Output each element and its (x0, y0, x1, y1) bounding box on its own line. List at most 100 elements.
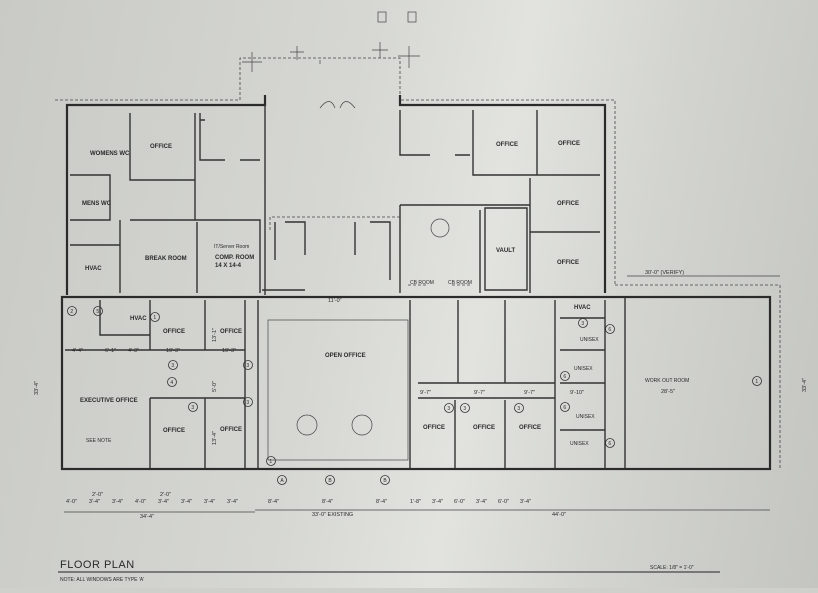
room-label: OFFICE (557, 260, 579, 266)
door-tag-marker (67, 306, 77, 316)
door-tag-marker (578, 318, 588, 328)
dimension: 3'-4" (432, 499, 443, 505)
existing-outline (55, 57, 616, 285)
door-tag-marker (243, 360, 253, 370)
dimension: 6'-0" (454, 499, 465, 505)
dimension: 10'-3" (222, 348, 236, 354)
door-tag: 6 (608, 327, 611, 333)
lower-east-partitions (409, 297, 626, 468)
see-note-label: SEE NOTE (86, 438, 112, 444)
upper-west-partitions (70, 105, 266, 295)
door-tag: 3 (581, 321, 584, 327)
dimension: 2'-0" (160, 492, 171, 498)
dimension: 8'-4" (376, 499, 387, 505)
room-label: HVAC (574, 305, 591, 311)
room-label: WOMENS WC (90, 151, 130, 157)
room-label: OFFICE (150, 144, 172, 150)
dimension: 3'-4" (204, 499, 215, 505)
room-label: 14 X 14-4 (215, 263, 242, 269)
door-tag: 3 (447, 406, 450, 412)
door-tag-marker (460, 403, 470, 413)
room-label: IT/Server Room (214, 244, 249, 250)
dimension: 4'-0" (66, 499, 77, 505)
dimension: 4'-4" (72, 348, 83, 354)
door-tag: 1 (153, 315, 156, 321)
dimension: 2'-0" (92, 492, 103, 498)
dimension: 33'-4" (34, 381, 40, 395)
open-office-boundary (267, 319, 409, 461)
upper-exterior-wall (65, 95, 607, 295)
door-tag-marker (243, 397, 253, 407)
door-tag: 4 (170, 380, 173, 386)
door-tag-marker (188, 402, 198, 412)
door-tag: 1 (755, 379, 758, 385)
door-tag-marker (560, 371, 570, 381)
room-label: HVAC (85, 266, 102, 272)
drawing-note: NOTE: ALL WINDOWS ARE TYPE 'A' (60, 577, 144, 583)
drawing-scale: SCALE: 1/8" = 1'-0" (650, 565, 694, 571)
room-label: COMP. ROOM (215, 255, 254, 261)
door-tag: 2 (70, 309, 73, 315)
room-label: UNISEX (580, 337, 599, 343)
door-tag-marker (93, 306, 103, 316)
dimension: 10'-3" (166, 348, 180, 354)
entry-doors (319, 101, 356, 109)
room-label: OFFICE (220, 427, 242, 433)
door-tag-marker (266, 456, 276, 466)
lower-exterior-wall (60, 295, 772, 471)
dimension: 5'-0" (212, 381, 218, 392)
lower-west-partitions (65, 300, 259, 468)
room-label: OFFICE (557, 201, 579, 207)
dimension: 3'-4" (476, 499, 487, 505)
dimension: 11'-0" (328, 298, 342, 304)
dimension: 13'-1" (212, 328, 218, 342)
dimension: 3'-4" (227, 499, 238, 505)
window-tag-marker (380, 475, 390, 485)
door-tag: 6 (608, 441, 611, 447)
dimension: 9'-7" (474, 390, 485, 396)
room-label: VAULT (496, 248, 515, 254)
door-tag-marker (168, 360, 178, 370)
door-tag: 6 (563, 405, 566, 411)
door-tag-marker (150, 312, 160, 322)
room-label: OFFICE (519, 425, 541, 431)
window-tag-marker (277, 475, 287, 485)
door-tag-marker (167, 377, 177, 387)
door-tag: 1 (269, 459, 272, 465)
drawing-title: FLOOR PLAN (60, 559, 135, 571)
room-label: BREAK ROOM (145, 256, 187, 262)
door-tag-marker (560, 402, 570, 412)
room-label: HVAC (130, 316, 147, 322)
window-tag: B (328, 478, 332, 484)
window-tag-marker (325, 475, 335, 485)
door-tag: 3 (517, 406, 520, 412)
door-tag: 3 (191, 405, 194, 411)
dimension: 28'-5" (661, 389, 675, 395)
dimension: 9'-10" (570, 390, 584, 396)
room-label: OFFICE (163, 329, 185, 335)
dimension: 3'-4" (89, 499, 100, 505)
door-tag: 3 (171, 363, 174, 369)
room-label: OFFICE (558, 141, 580, 147)
room-label: OFFICE (473, 425, 495, 431)
dimension: 3'-4" (158, 499, 169, 505)
dimension: 3'-4" (520, 499, 531, 505)
upper-east-partitions (269, 110, 600, 293)
dimension: 33'-4" (802, 378, 808, 392)
dimension: 44'-0" (552, 512, 566, 518)
door-tag-marker (514, 403, 524, 413)
door-tag: 3 (463, 406, 466, 412)
room-label: MENS WC (82, 201, 112, 207)
room-label: CB ROOM (410, 280, 434, 286)
dimension: 13'-4" (212, 431, 218, 445)
dimension: 6'-0" (498, 499, 509, 505)
dimension: 8'-4" (322, 499, 333, 505)
dimension: 6'-1" (105, 348, 116, 354)
dimension: 33'-0" EXISTING (312, 512, 353, 518)
door-tag-marker (605, 324, 615, 334)
workout-outline (615, 284, 781, 470)
dimension: 9'-7" (524, 390, 535, 396)
door-tag: 3 (246, 400, 249, 406)
room-label: CB ROOM (448, 280, 472, 286)
